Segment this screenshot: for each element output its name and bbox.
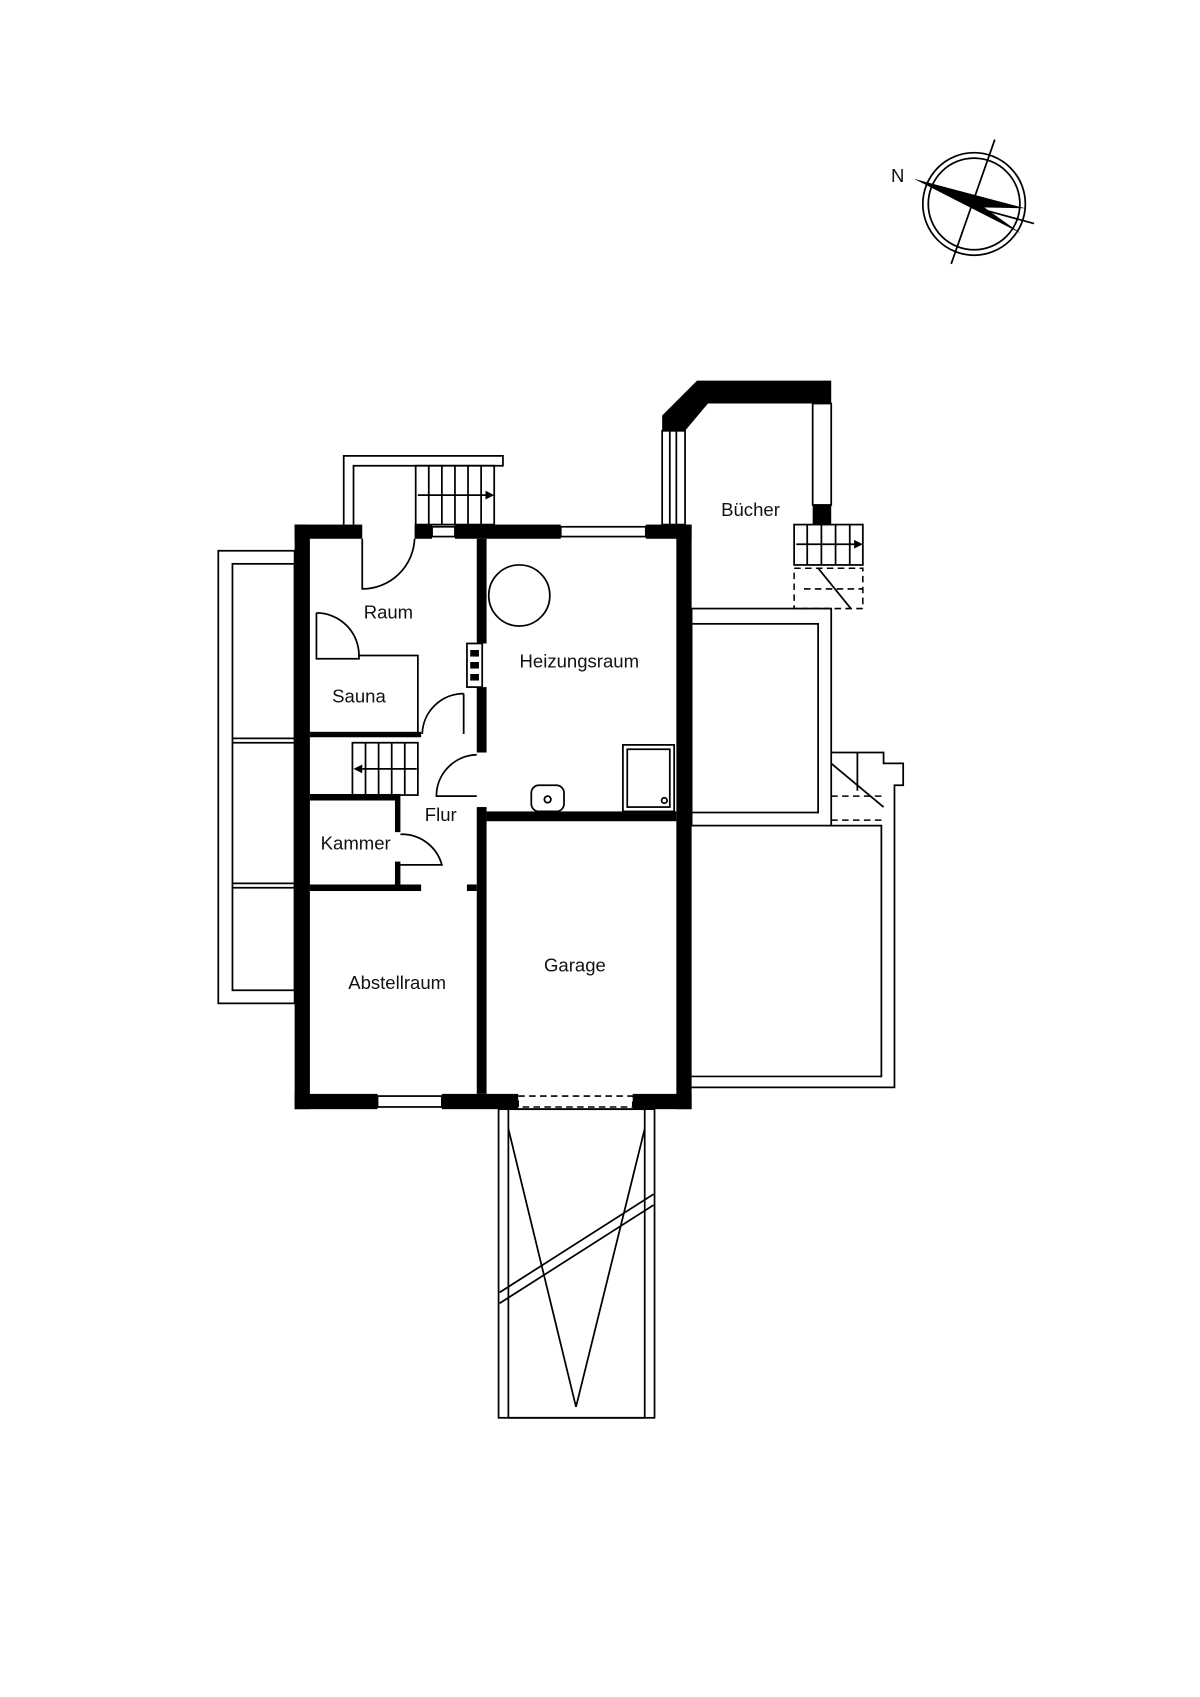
right-terrace [690,607,905,1089]
compass-icon: N [891,139,1035,265]
driveway [497,1108,656,1419]
tank-icon [487,564,551,627]
left-balcony [217,549,296,1005]
room-label-raum: Raum [364,601,413,622]
exterior-walls [294,524,692,1110]
room-label-heizungsraum: Heizungsraum [520,650,639,671]
room-label-buecher: Bücher [721,499,780,520]
room-label-kammer: Kammer [321,833,391,854]
boiler-icon [622,744,676,813]
interior-walls [309,538,677,1094]
room-label-garage: Garage [544,955,606,976]
entry-stairs [342,455,504,526]
sink-icon [530,784,565,813]
buecher-annex [661,380,864,610]
room-label-sauna: Sauna [332,685,386,706]
north-label: N [891,165,904,186]
room-label-abstellraum: Abstellraum [348,972,446,993]
room-label-flur: Flur [425,804,457,825]
